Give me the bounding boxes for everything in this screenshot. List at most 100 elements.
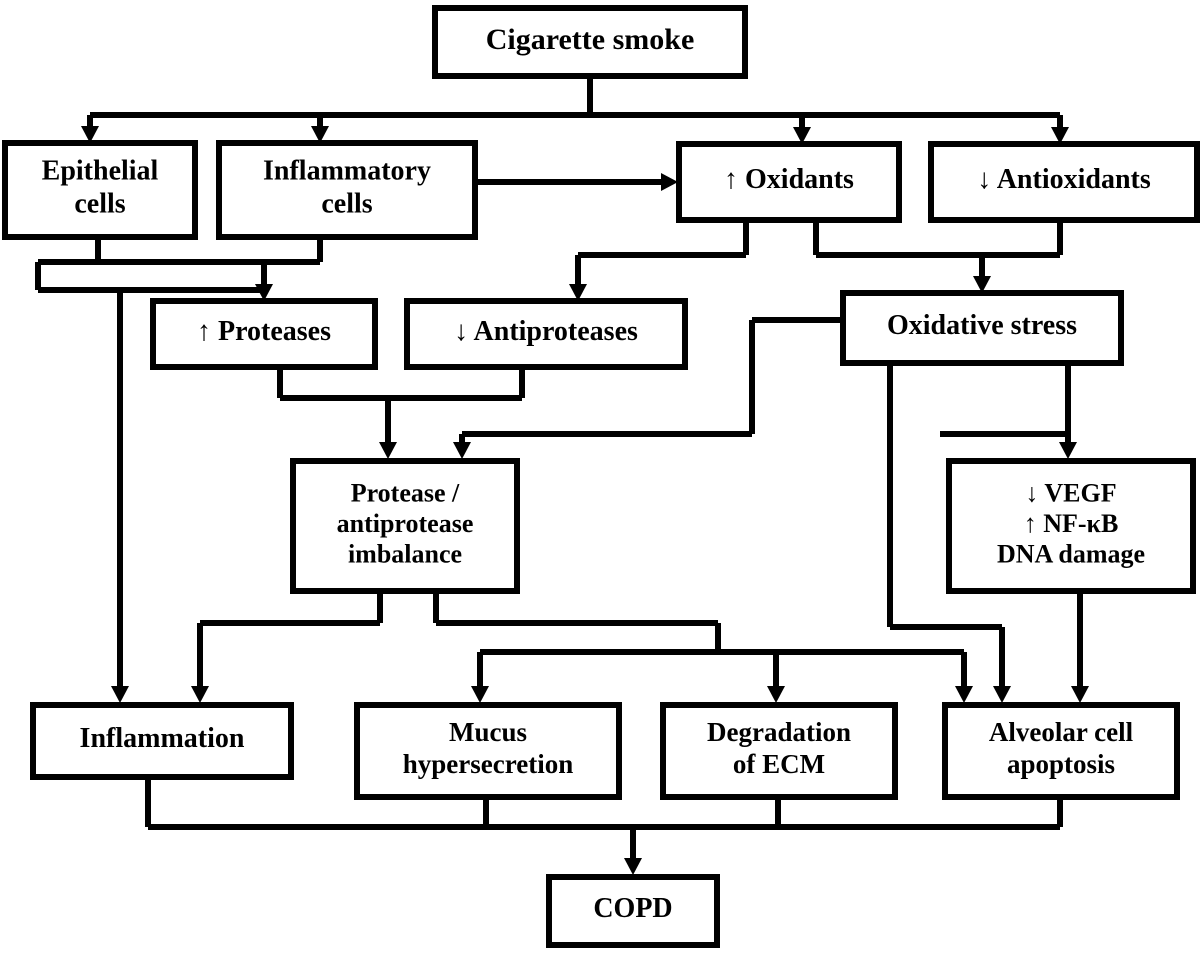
node-inflammation[interactable]: Inflammation bbox=[30, 702, 294, 780]
arrow-head-icon bbox=[569, 284, 587, 301]
node-box bbox=[216, 140, 478, 240]
connector-line bbox=[690, 649, 967, 694]
connector-oxidants-antioxidants-to-stress bbox=[813, 223, 1063, 293]
arrow-head-icon bbox=[255, 284, 273, 301]
connector-bus-right-to-apoptosis bbox=[690, 649, 973, 703]
node-label-line: ↑ Proteases bbox=[197, 316, 331, 347]
node-label-line: Mucus bbox=[449, 717, 527, 747]
node-label: ↓ Antioxidants bbox=[977, 164, 1151, 195]
node-label-line: ↑ Oxidants bbox=[724, 164, 854, 195]
node-box bbox=[2, 140, 198, 240]
node-label-line: ↓ Antioxidants bbox=[977, 164, 1151, 195]
node-label-line: Alveolar cell bbox=[989, 717, 1134, 747]
connector-bus-to-antioxidants bbox=[1051, 115, 1069, 144]
connector-imbalance-to-inflammation bbox=[191, 594, 383, 703]
node-box bbox=[840, 290, 1124, 366]
node-label-line: apoptosis bbox=[1007, 749, 1115, 779]
node-box bbox=[660, 702, 898, 800]
arrow-head-icon bbox=[311, 126, 329, 143]
node-label: Oxidative stress bbox=[887, 310, 1077, 341]
connector-line bbox=[813, 223, 1063, 284]
node-box bbox=[928, 141, 1200, 223]
connector-stress-to-apoptosis bbox=[887, 366, 1011, 703]
node-proteases[interactable]: ↑ Proteases bbox=[150, 298, 378, 370]
connector-proteases-merge bbox=[277, 370, 525, 459]
connector-imbalance-to-mucus bbox=[433, 594, 721, 703]
node-label-line: Inflammatory bbox=[263, 156, 431, 187]
connector-bottom-merge-to-copd bbox=[145, 780, 1063, 875]
connector-bus-to-oxidants bbox=[793, 115, 811, 144]
node-box bbox=[150, 298, 378, 370]
node-box bbox=[546, 874, 720, 948]
node-cigarette-smoke[interactable]: Cigarette smoke bbox=[432, 5, 748, 79]
node-box bbox=[290, 458, 520, 594]
arrow-head-icon bbox=[767, 686, 785, 703]
node-antiproteases[interactable]: ↓ Antiproteases bbox=[404, 298, 688, 370]
connectors-layer bbox=[35, 79, 1089, 875]
node-box bbox=[30, 702, 294, 780]
node-label: ↓ Antiproteases bbox=[454, 316, 638, 347]
node-copd[interactable]: COPD bbox=[546, 874, 720, 948]
node-label-line: of ECM bbox=[733, 749, 825, 779]
arrow-head-icon bbox=[955, 686, 973, 703]
node-antioxidants[interactable]: ↓ Antioxidants bbox=[928, 141, 1200, 223]
node-label-line: ↓ Antiproteases bbox=[454, 316, 638, 347]
connector-inflammatory-to-oxidants bbox=[478, 173, 678, 191]
node-oxidative-stress[interactable]: Oxidative stress bbox=[840, 290, 1124, 366]
arrow-head-icon bbox=[111, 686, 129, 703]
connector-line bbox=[197, 594, 383, 694]
node-label-line: Oxidative stress bbox=[887, 310, 1077, 341]
node-label-line: imbalance bbox=[348, 540, 462, 569]
arrow-head-icon bbox=[1051, 127, 1069, 144]
arrow-head-icon bbox=[453, 442, 471, 459]
node-label-line: DNA damage bbox=[997, 540, 1145, 569]
arrow-head-icon bbox=[191, 686, 209, 703]
node-label-line: COPD bbox=[593, 893, 672, 924]
node-label: ↑ Oxidants bbox=[724, 164, 854, 195]
node-oxidants[interactable]: ↑ Oxidants bbox=[676, 141, 902, 223]
connector-bus-to-ecm bbox=[767, 652, 785, 703]
connector-line bbox=[887, 366, 1005, 694]
node-label-line: Cigarette smoke bbox=[486, 23, 695, 56]
connector-stress-to-imbalance bbox=[453, 317, 840, 459]
arrow-head-icon bbox=[1059, 442, 1077, 459]
node-label-line: Protease / bbox=[351, 478, 460, 507]
node-box bbox=[942, 702, 1180, 800]
connector-smoke-trunk bbox=[90, 79, 1060, 118]
connector-cells-merge-bus bbox=[35, 240, 323, 293]
connector-bus-to-inflammatory bbox=[311, 115, 329, 143]
arrow-head-icon bbox=[624, 858, 642, 875]
node-box bbox=[676, 141, 902, 223]
connector-epithelial-to-inflammation bbox=[111, 290, 129, 703]
arrow-head-icon bbox=[661, 173, 678, 191]
arrow-head-icon bbox=[793, 127, 811, 144]
connector-line bbox=[35, 240, 323, 293]
arrow-head-icon bbox=[379, 442, 397, 459]
connector-oxidants-to-antiproteases bbox=[569, 223, 749, 301]
connector-line bbox=[277, 370, 525, 450]
connector-line bbox=[940, 366, 1071, 450]
connector-line bbox=[433, 594, 721, 694]
arrow-head-icon bbox=[973, 276, 991, 293]
connector-vegf-to-apoptosis bbox=[1071, 594, 1089, 703]
node-label-line: Epithelial bbox=[42, 156, 159, 187]
connector-stress-to-vegf bbox=[940, 366, 1077, 459]
node-label-line: antiprotease bbox=[337, 509, 474, 538]
arrow-head-icon bbox=[993, 686, 1011, 703]
